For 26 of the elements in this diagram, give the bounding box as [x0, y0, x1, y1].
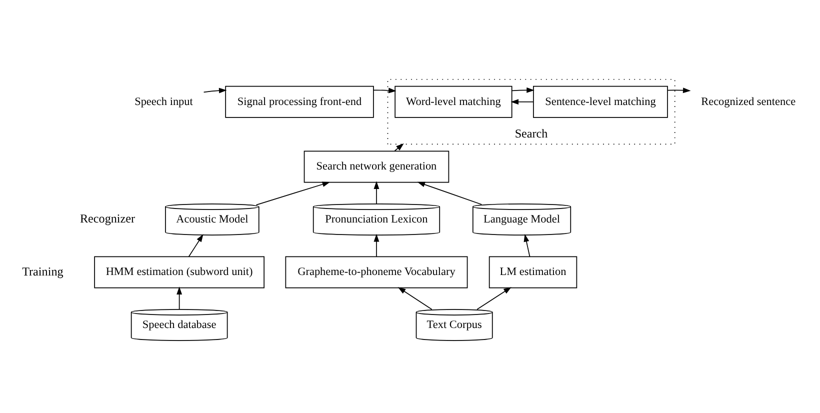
node-text: Speech input [134, 96, 193, 108]
node-box: Signal processing front-end [225, 86, 374, 118]
label: Recognizer [80, 212, 136, 226]
arrow [524, 234, 530, 258]
node-box: Word-level matching [394, 86, 512, 118]
arrow [394, 143, 404, 152]
node-text: Recognized sentence [701, 96, 796, 108]
arrow [667, 88, 691, 94]
arrow [374, 234, 380, 258]
node-box: Search network generation [304, 150, 450, 183]
arrow [188, 234, 204, 258]
node-box: Sentence-level matching [533, 86, 668, 118]
label: Training [22, 264, 64, 278]
node-box: HMM estimation (subword unit) [94, 256, 264, 288]
arrow [203, 88, 227, 94]
arrow [512, 87, 534, 93]
node-box: LM estimation [488, 256, 578, 288]
arrow [373, 88, 396, 94]
arrow [417, 182, 482, 205]
arrow [398, 287, 432, 310]
arrow [176, 286, 182, 310]
node-box: Grapheme-to-phoneme Vocabulary [285, 256, 468, 288]
arrow [476, 287, 512, 310]
arrow [374, 181, 380, 204]
arrow [510, 99, 534, 105]
arrow [256, 182, 330, 206]
